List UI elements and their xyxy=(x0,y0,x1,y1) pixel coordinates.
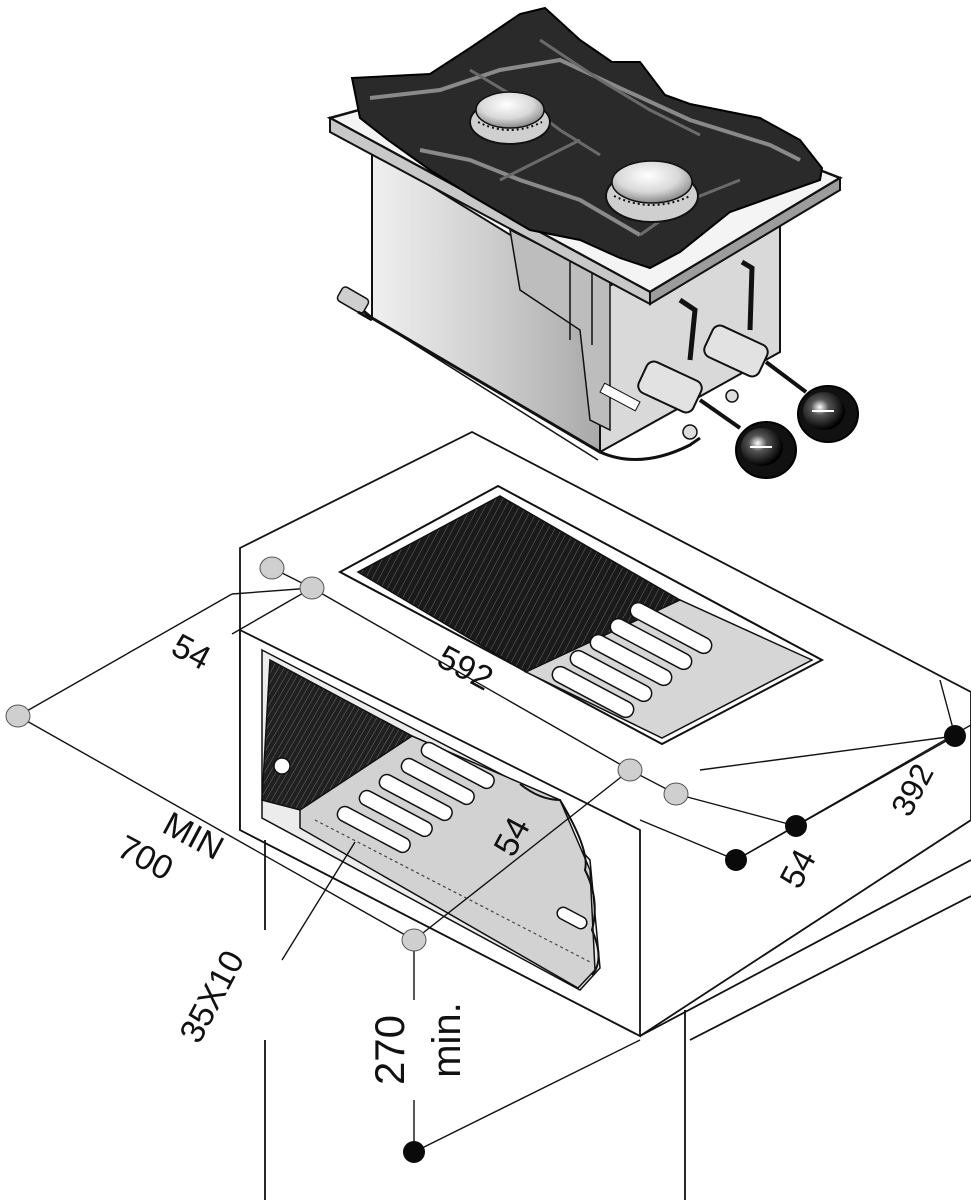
base-plate-vent-slots xyxy=(551,601,713,719)
dimension-lines xyxy=(17,567,971,1153)
dim-label-54-left: 54 xyxy=(166,627,217,678)
inner-vent-slots xyxy=(336,741,588,930)
black-dimension-marker xyxy=(944,725,966,747)
hob-body-bottom-lip xyxy=(349,298,701,462)
worktop-cabinet xyxy=(239,430,971,1200)
control-knob-1 xyxy=(735,421,797,479)
gas-valves xyxy=(637,259,808,440)
black-dimension-marker xyxy=(785,815,807,837)
control-knob-2 xyxy=(797,385,859,443)
dim-label-35x10: 35X10 xyxy=(172,945,252,1050)
dim-label-min-dot: min. xyxy=(425,1002,469,1078)
gas-inlet-fitting xyxy=(336,286,373,322)
black-dimension-marker xyxy=(403,1141,425,1163)
burner-front xyxy=(605,160,699,223)
gas-hob-appliance xyxy=(326,6,859,479)
dim-label-270: 270 xyxy=(366,1015,413,1085)
black-dimension-marker xyxy=(725,849,747,871)
grey-dimension-marker xyxy=(5,704,31,728)
grey-dimension-marker xyxy=(663,782,689,806)
dimension-markers xyxy=(5,556,966,1163)
burner-rear xyxy=(469,91,551,145)
grey-dimension-marker xyxy=(259,556,285,580)
grey-dimension-marker xyxy=(299,576,325,600)
pan-support-grate xyxy=(350,6,824,270)
grey-dimension-marker xyxy=(401,928,427,952)
grey-dimension-marker xyxy=(617,758,643,782)
